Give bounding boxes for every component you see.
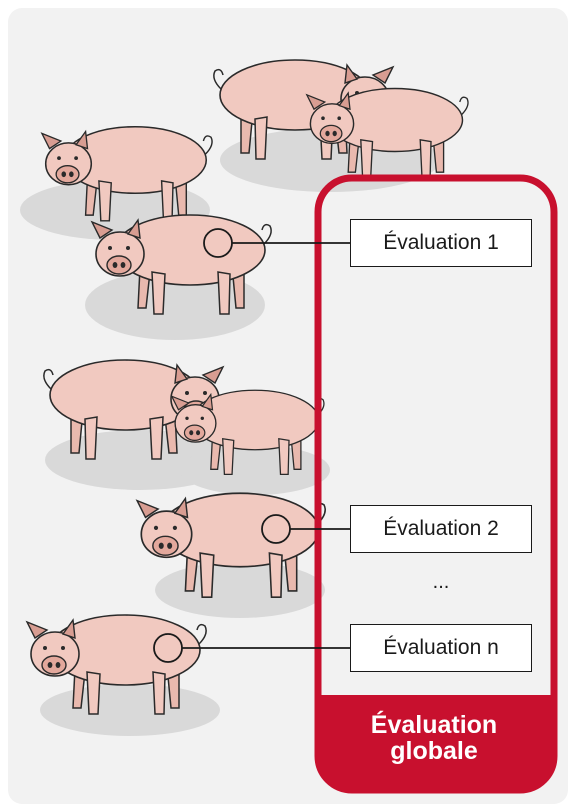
- connectors: [153, 228, 350, 663]
- evaluation-n-label: Évaluation n: [383, 636, 499, 659]
- evaluation-1-box: Évaluation 1: [350, 219, 532, 267]
- evaluation-1-label: Évaluation 1: [383, 231, 499, 254]
- measure-circle-2: [261, 514, 291, 544]
- evaluation-2-box: Évaluation 2: [350, 505, 532, 553]
- measure-circle-1: [203, 228, 233, 258]
- global-title-line2: globale: [390, 737, 478, 765]
- evaluation-2-label: Évaluation 2: [383, 517, 499, 540]
- global-title-line1: Évaluation: [370, 711, 498, 739]
- global-evaluation-title: Évaluation globale: [318, 712, 550, 764]
- ellipsis-text: ...: [432, 571, 450, 593]
- measure-circle-n: [153, 633, 183, 663]
- global-block: [318, 695, 554, 790]
- evaluation-n-box: Évaluation n: [350, 624, 532, 672]
